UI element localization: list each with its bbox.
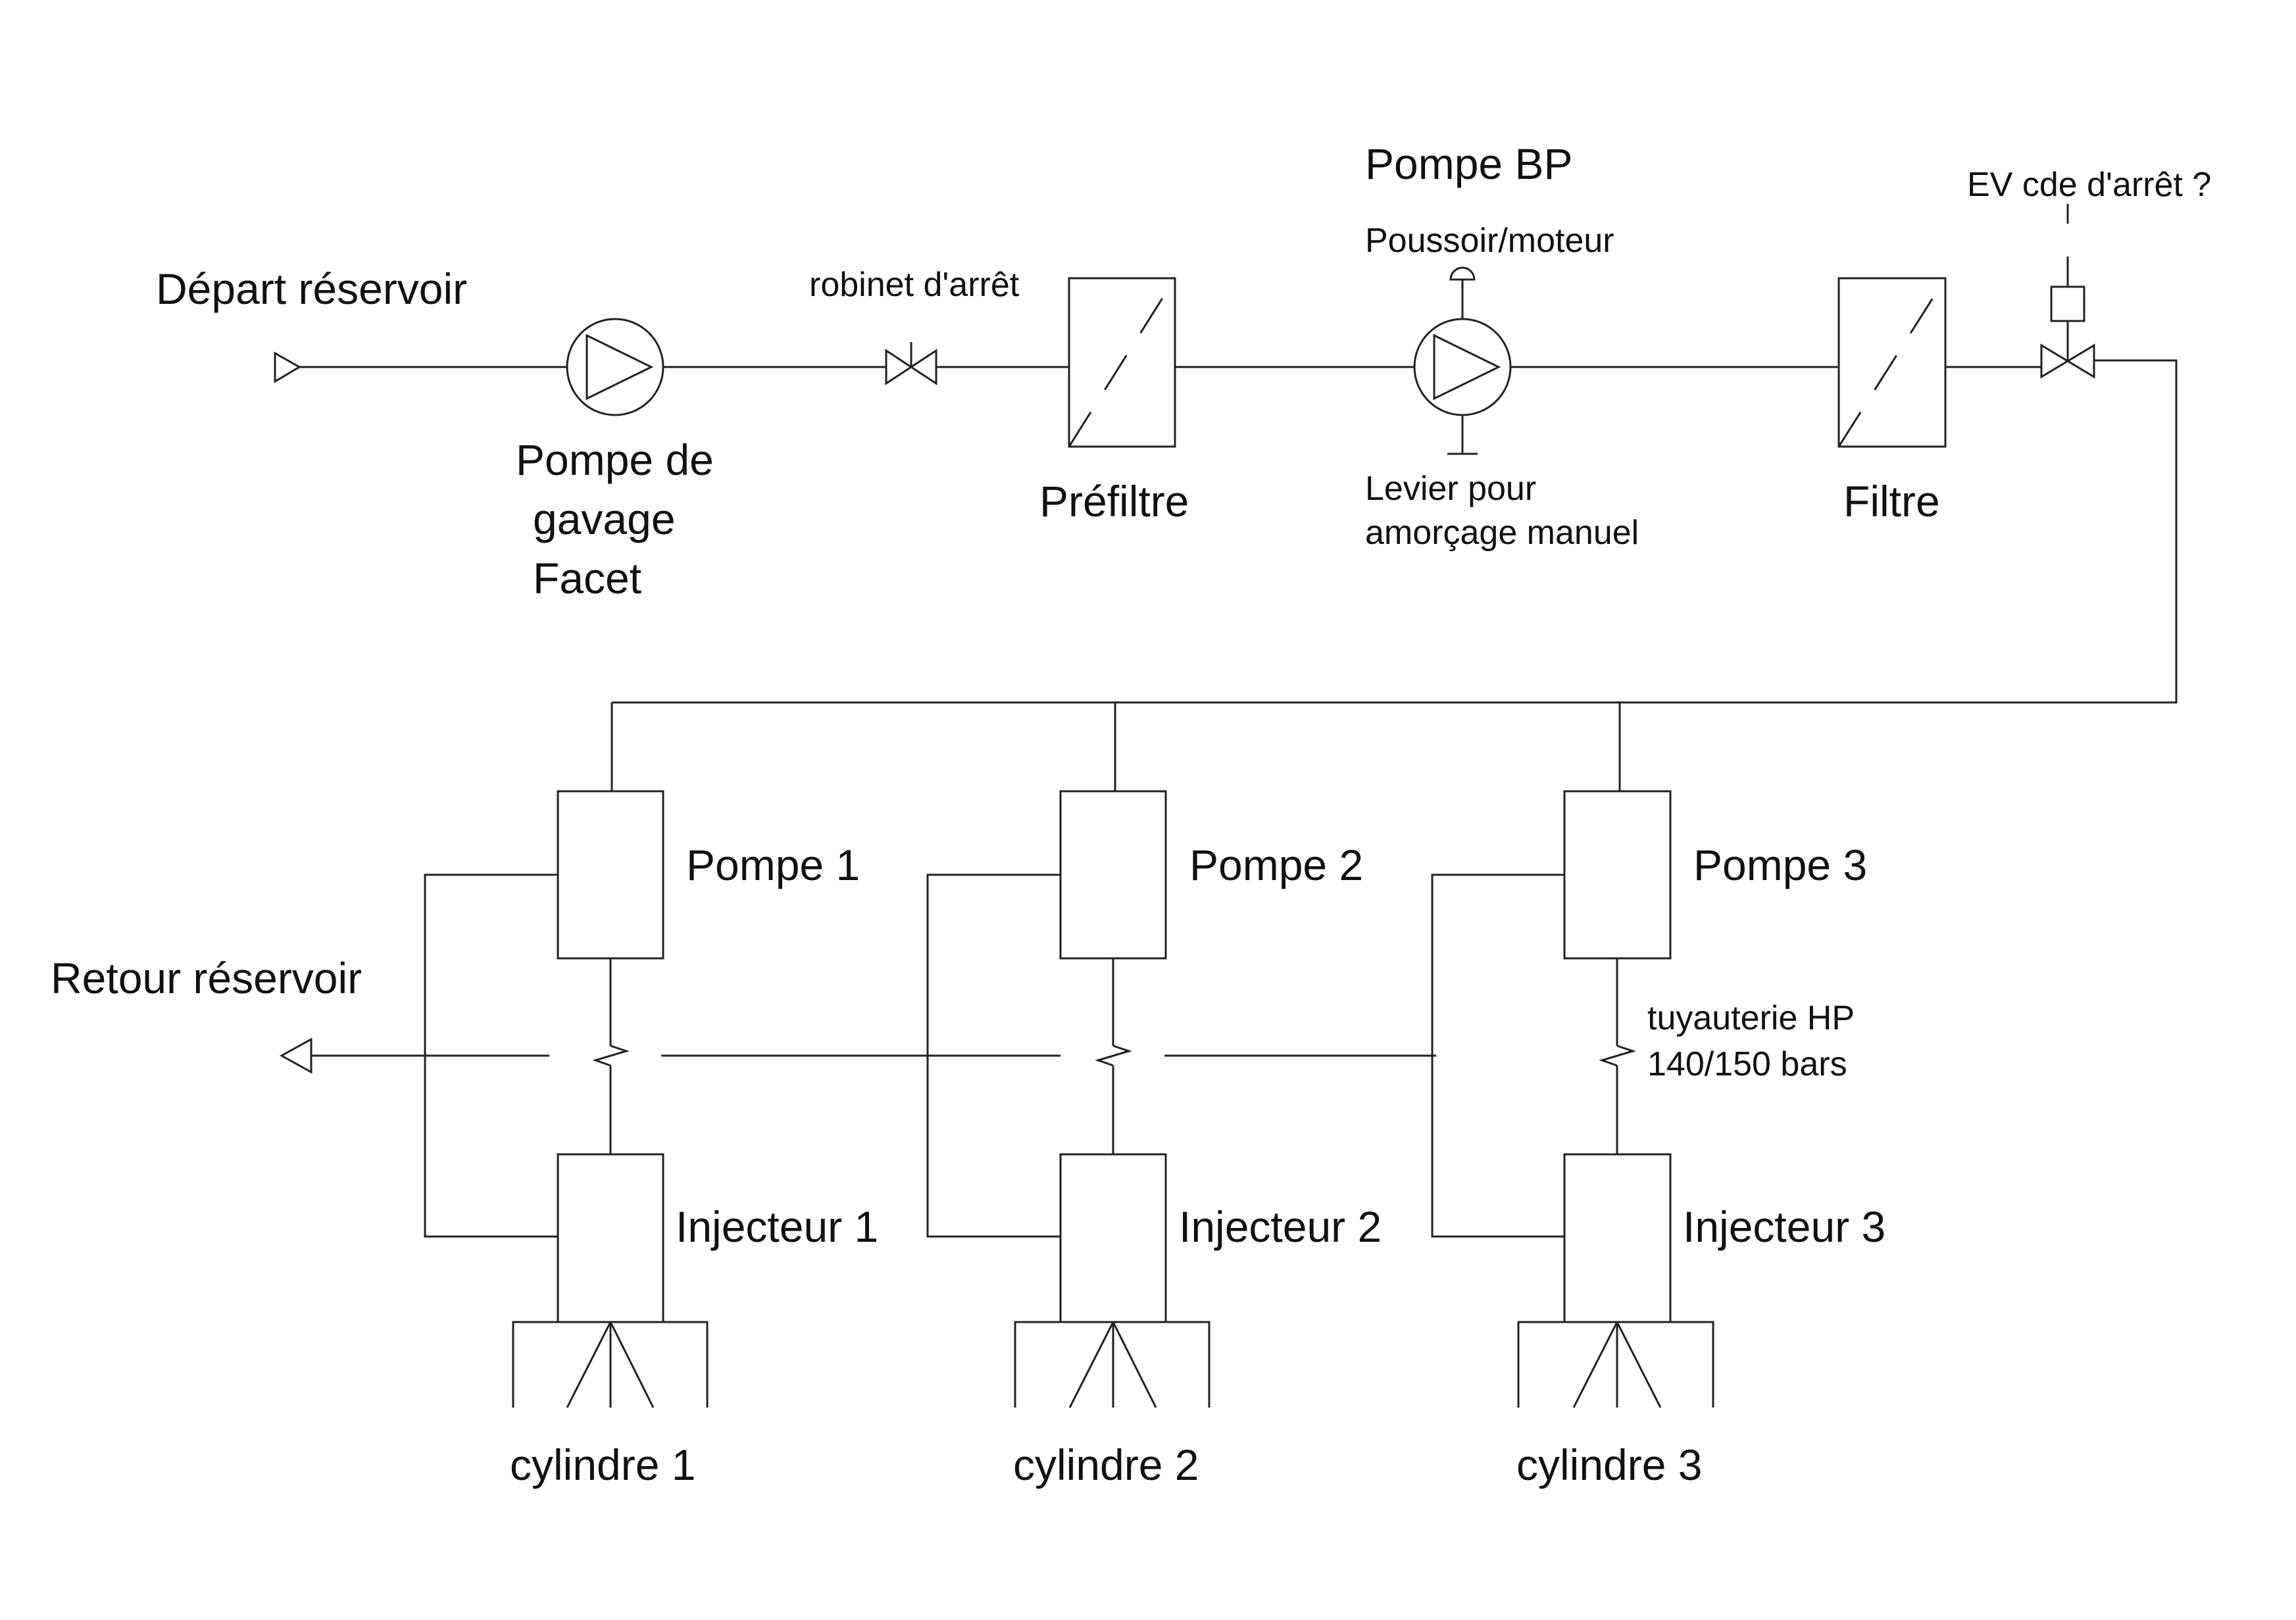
solenoid-valve [2040, 204, 2095, 379]
return-line [279, 1037, 1436, 1074]
hp-pipe-label-line2: 140/150 bars [1647, 1045, 1847, 1083]
pump-1-label: Pompe 1 [686, 841, 860, 889]
low-pressure-pump-label: Pompe BP [1365, 139, 1573, 188]
cylinder-unit-3 [1431, 790, 1714, 1408]
cylinder-2-label: cylindre 2 [1013, 1440, 1199, 1489]
cylinder-3-label: cylindre 3 [1516, 1440, 1702, 1489]
hp-pipe-label-line1: tuyauterie HP [1647, 999, 1855, 1037]
cylinder-unit-1 [424, 790, 709, 1408]
prefilter-label: Préfiltre [1039, 477, 1189, 526]
filter-label: Filtre [1843, 477, 1940, 526]
pump-3-label: Pompe 3 [1693, 841, 1867, 889]
prefilter [1068, 277, 1176, 448]
pusher-motor-label: Poussoir/moteur [1365, 222, 1614, 260]
tank-departure-label: Départ réservoir [156, 264, 467, 313]
injector-2-label: Injecteur 2 [1179, 1202, 1382, 1251]
injector-1-label: Injecteur 1 [676, 1202, 878, 1251]
feed-pump [566, 318, 664, 416]
tank-return-label: Retour réservoir [51, 954, 362, 1002]
cylinder-1-label: cylindre 1 [510, 1440, 695, 1489]
priming-lever-label-line2: amorçage manuel [1365, 514, 1639, 552]
pump-2-label: Pompe 2 [1189, 841, 1363, 889]
feed-pump-label-line3: Facet [533, 554, 641, 602]
priming-lever-label-line1: Levier pour [1365, 470, 1536, 508]
shutoff-valve [885, 342, 937, 385]
supply-line [299, 359, 2178, 704]
cylinder-unit-2 [926, 790, 1210, 1408]
tank-departure-arrow [274, 351, 301, 383]
feed-pump-label-line1: Pompe de [516, 435, 714, 484]
shutoff-valve-label: robinet d'arrêt [809, 266, 1020, 304]
injector-3-label: Injecteur 3 [1683, 1202, 1885, 1251]
filter [1837, 277, 1947, 448]
manifold [611, 702, 1621, 791]
solenoid-valve-label: EV cde d'arrêt ? [1967, 166, 2211, 204]
feed-pump-label-line2: gavage [533, 495, 676, 543]
low-pressure-pump [1413, 266, 1512, 455]
